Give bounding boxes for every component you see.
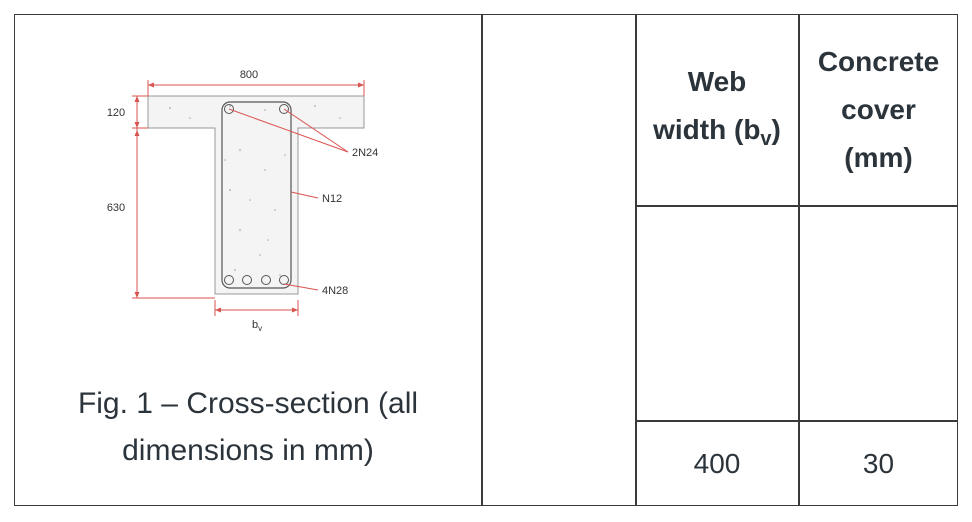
header-web-width-line2: width (bv) — [653, 113, 781, 150]
label-630: 630 — [107, 202, 125, 214]
label-120: 120 — [107, 107, 125, 119]
top-bar-right — [279, 104, 289, 114]
tee-section-outline — [147, 95, 365, 295]
header-cover-line1: Concrete — [817, 46, 940, 77]
leader-4n28 — [283, 283, 319, 291]
header-concrete-cover: Concrete cover (mm) — [799, 15, 958, 205]
cross-section-figure: 800 120 630 2N24 N12 4N28 bv — [107, 69, 378, 333]
top-bar-left — [224, 104, 234, 114]
value-web-width: 400 — [693, 447, 741, 479]
header-cover-line2: cover — [841, 94, 916, 125]
caption-line1: Fig. 1 – Cross-section (all — [77, 387, 419, 420]
table-frame — [14, 14, 958, 506]
leader-n12 — [290, 191, 319, 199]
label-bv: bv — [252, 319, 262, 333]
bottom-bar-3 — [261, 275, 271, 285]
concrete-texture — [169, 105, 341, 276]
value-top-line — [635, 420, 958, 422]
label-800: 800 — [240, 69, 258, 81]
value-concrete-cover: 30 — [862, 447, 895, 479]
stirrup-n12 — [221, 101, 292, 289]
figure-caption: Fig. 1 – Cross-section (all dimensions i… — [14, 380, 482, 474]
header-web-width: Web width (bv) — [636, 15, 798, 205]
bottom-bar-2 — [242, 275, 252, 285]
caption-line2: dimensions in mm) — [122, 434, 374, 467]
leader-2n24-b — [283, 108, 349, 153]
label-4n28: 4N28 — [322, 285, 348, 297]
header-cover-line3: (mm) — [844, 142, 913, 173]
divider-col2 — [798, 14, 800, 506]
leader-2n24-a — [228, 108, 349, 153]
bottom-bar-1 — [224, 275, 234, 285]
label-2n24: 2N24 — [352, 147, 378, 159]
header-bottom-line — [635, 205, 958, 207]
header-web-width-line1: Web — [687, 65, 747, 97]
label-n12: N12 — [322, 193, 342, 205]
divider-col1 — [635, 14, 637, 506]
divider-figure — [481, 14, 483, 506]
